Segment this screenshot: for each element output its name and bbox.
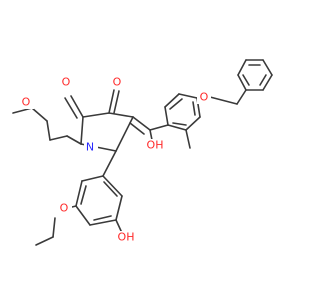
oxygen-benzyloxy-label: O bbox=[200, 91, 209, 104]
oxygen-keto-c2-label: O bbox=[62, 76, 71, 89]
hydroxyl-enol-label: OH bbox=[147, 139, 164, 152]
hydroxyl-phenol-label: OH bbox=[118, 231, 135, 244]
oxygen-methoxy-label: O bbox=[22, 96, 31, 109]
oxygen-keto-c3-label: O bbox=[113, 76, 122, 89]
oxygen-ethoxy-label: O bbox=[60, 202, 69, 215]
atom-labels: O O O O N OH O OH bbox=[20, 76, 211, 244]
bond-lines bbox=[12, 59, 273, 246]
nitrogen-ring-label: N bbox=[86, 141, 94, 154]
molecule-structure: O O O O N OH O OH bbox=[12, 59, 273, 246]
